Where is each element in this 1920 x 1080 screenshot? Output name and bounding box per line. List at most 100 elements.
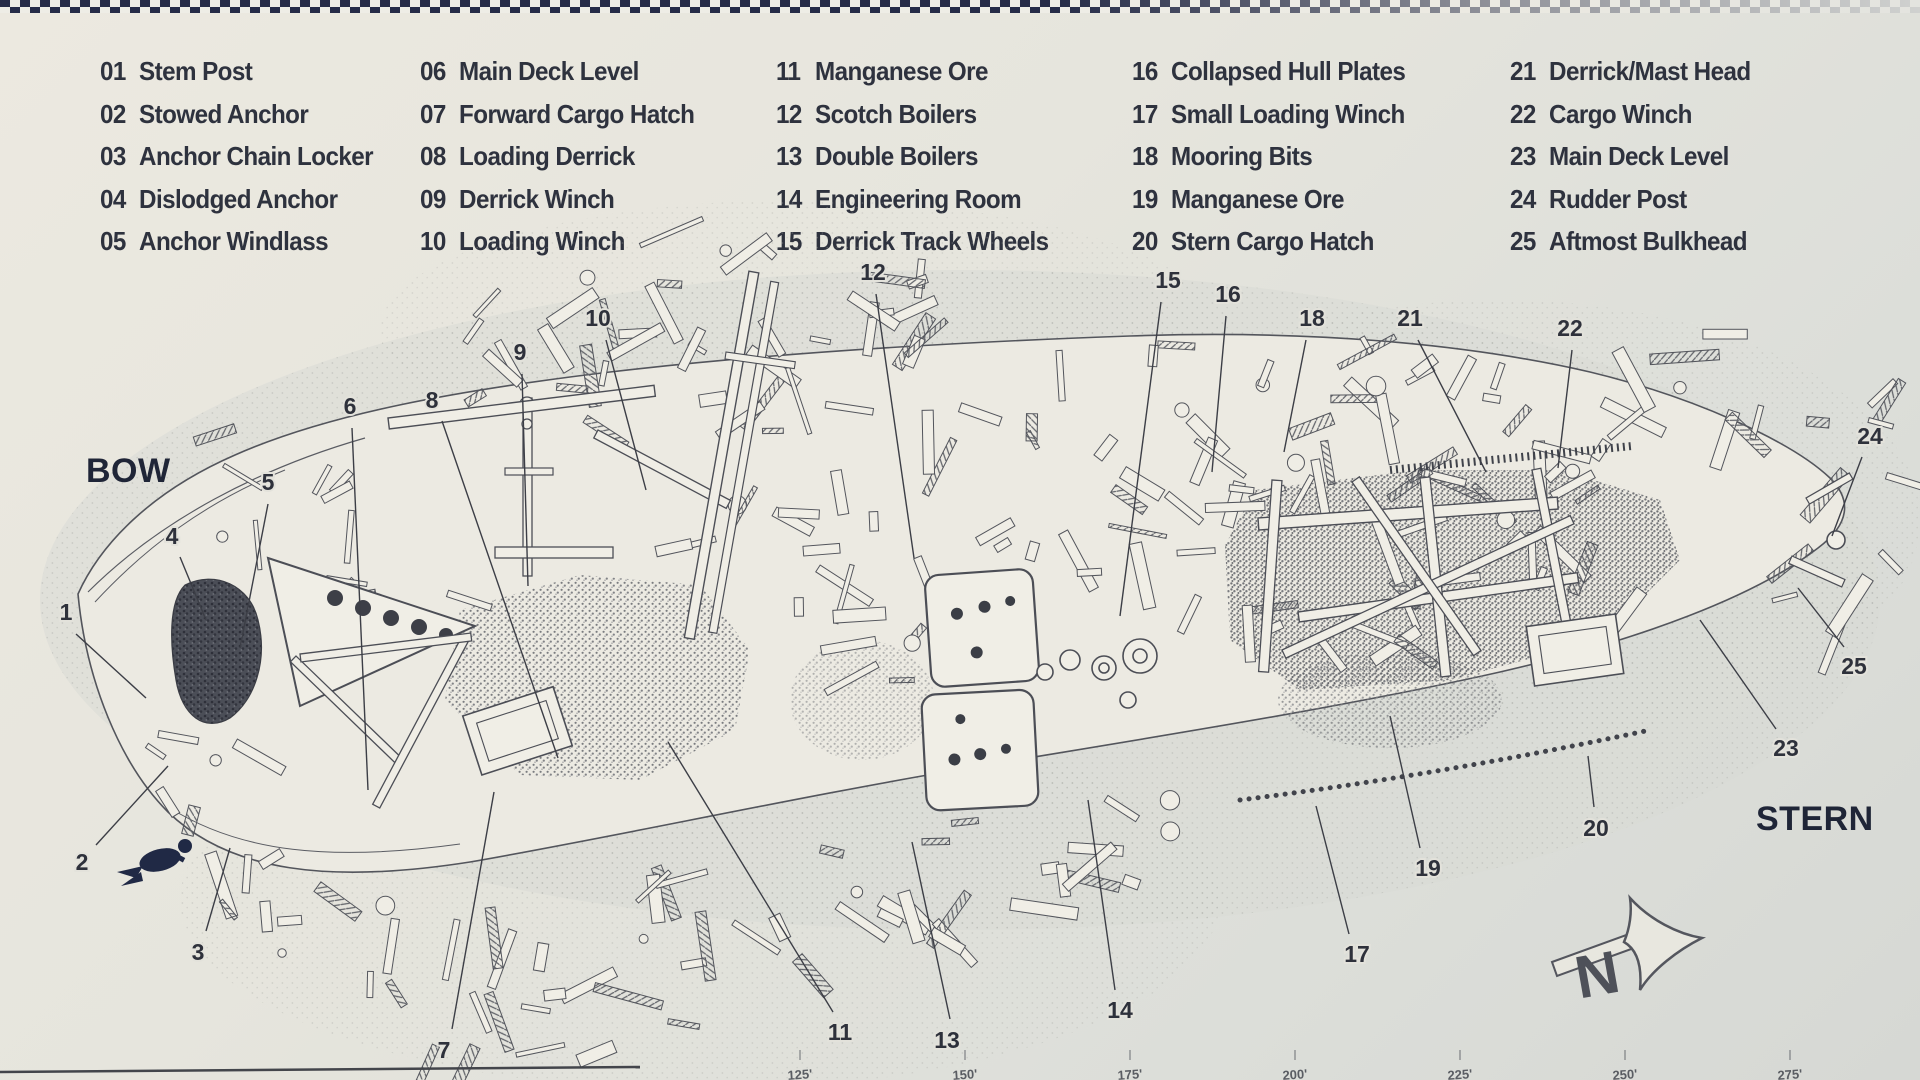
legend-item-label: Small Loading Winch [1171,98,1405,129]
structures [266,270,1854,812]
marker-number: 8 [426,387,439,413]
wreck-marker: 19 [1389,715,1443,883]
debris-plank [1121,873,1142,891]
debris-plank [382,917,401,975]
debris-plank [1805,415,1831,429]
legend-item-number: 18 [1132,141,1158,171]
debris-plank [1824,573,1874,639]
scale-tick: 250' [1612,1050,1638,1080]
debris-plank [320,480,354,505]
debris-plank [481,348,524,388]
debris-plank [832,606,887,624]
wreck-marker: 15 [1119,265,1183,617]
legend-item-label: Stem Post [139,56,253,86]
scale-tick: 200' [1282,1050,1308,1080]
debris-plank [1185,413,1231,459]
debris-plank [445,589,493,612]
debris-plank [676,326,707,373]
legend-item-number: 21 [1510,56,1536,86]
marker-leader-line [1211,315,1227,473]
debris-ring [719,244,732,257]
legend-item-label: Derrick/Mast Head [1549,56,1751,86]
debris-ring [579,269,596,286]
debris-plank [819,635,878,656]
scale-tick-label: 250' [1612,1066,1638,1080]
legend-item-label: Collapsed Hull Plates [1171,56,1406,86]
marker-number: 20 [1583,815,1609,841]
diver-icon [117,839,192,886]
debris-ring [1565,463,1581,479]
debris-plank [834,900,890,944]
film-edge-checker-strip [0,0,1920,13]
debris-ring [209,754,222,767]
legend-item-label: Anchor Windlass [139,226,328,256]
marker-number: 7 [438,1037,451,1063]
debris-plank [1103,794,1141,823]
debris-plank [1393,633,1439,670]
debris-ring [1159,790,1181,811]
marker-leader-line [451,791,495,1030]
legend-item-label: Anchor Chain Locker [139,141,373,171]
debris-plank [1157,340,1196,351]
legend-item-number: 07 [420,98,446,129]
marker-number: 25 [1841,653,1867,679]
debris-ring [1673,380,1687,395]
debris-plank [1241,604,1256,663]
debris-plank [536,323,575,374]
debris-plank [1410,353,1440,379]
wreck-marker: 1 [58,597,147,699]
marker-leader-line [667,741,834,1013]
marker-leader-line [1699,619,1777,730]
debris-plank [993,536,1013,554]
debris-plank [1193,437,1248,479]
wreck-marker: 21 [1395,303,1487,473]
marker-leader-line [205,847,231,932]
scale-tick-label: 150' [952,1066,978,1080]
debris-plank [777,507,820,520]
marker-number: 11 [828,1019,853,1045]
scotch-boilers [920,568,1040,812]
legend-item-number: 19 [1132,183,1158,214]
legend-item-number: 20 [1132,226,1158,256]
marker-leader-line [1797,587,1845,648]
debris-plank [761,427,784,435]
debris-plank [1867,416,1895,430]
scale-tick: 275' [1777,1050,1803,1080]
debris-plank [313,881,363,922]
marker-number: 17 [1344,941,1370,967]
legend-item-label: Cargo Winch [1549,98,1692,129]
debris-plank [634,869,672,904]
debris-plank [1549,469,1596,502]
legend-item-number: 16 [1132,56,1158,86]
debris-plank [1611,345,1657,414]
scale-tick: 225' [1447,1050,1473,1080]
wreck-marker: 23 [1699,619,1801,763]
debris-plank [897,889,926,945]
debris-plank [1502,403,1533,438]
debris-plank [731,919,782,956]
marker-leader-line [441,420,559,759]
scale-tick-label: 125' [787,1066,813,1080]
bow-label: BOW [86,452,171,490]
legend-item-label: Mooring Bits [1171,141,1313,171]
marker-leader-line [239,503,269,649]
debris-plank [545,286,600,330]
legend-item-number: 10 [420,226,446,256]
legend-item-label: Derrick Winch [459,183,615,214]
legend-item-label: Aftmost Bulkhead [1549,226,1748,256]
debris-plank [1386,466,1434,503]
marker-number: 21 [1397,305,1423,331]
debris-plank [1009,897,1080,921]
marker-number: 5 [262,469,275,495]
wreck-marker: 22 [1555,313,1585,469]
debris-ring [216,530,229,543]
debris-ring [850,885,864,899]
debris-plank [1543,460,1567,484]
scale-tick-label: 275' [1777,1066,1803,1080]
